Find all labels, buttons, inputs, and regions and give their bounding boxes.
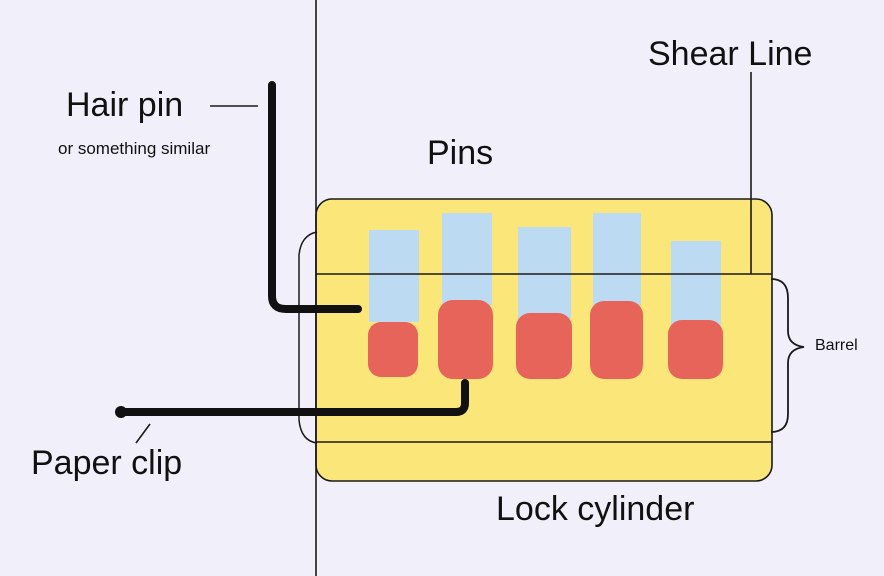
key-pin-2 [442,213,492,305]
pins-label: Pins [427,134,494,172]
left-bracket [298,231,318,444]
hair-pin-label: Hair pin [66,86,184,124]
hair-pin-tool [268,81,362,313]
driver-pin-2 [438,300,493,379]
driver-pin-1 [368,322,418,377]
driver-pin-3 [516,313,572,379]
paper-clip-label: Paper clip [31,444,183,482]
paper-clip-leader [135,423,151,444]
driver-pin-5 [668,320,723,379]
barrel-brace [770,278,805,433]
driver-pin-4 [590,301,643,379]
barrel-label: Barrel [815,337,858,354]
key-pin-4 [593,213,641,305]
key-pin-5 [671,241,721,333]
key-pin-3 [518,227,571,319]
lock-cylinder-label: Lock cylinder [496,490,695,528]
paper-clip-tool [117,379,469,416]
key-pin-1 [369,230,419,322]
hair-pin-note: or something similar [58,139,211,158]
shear-line-label: Shear Line [648,35,813,73]
paper-clip-end [115,406,127,418]
